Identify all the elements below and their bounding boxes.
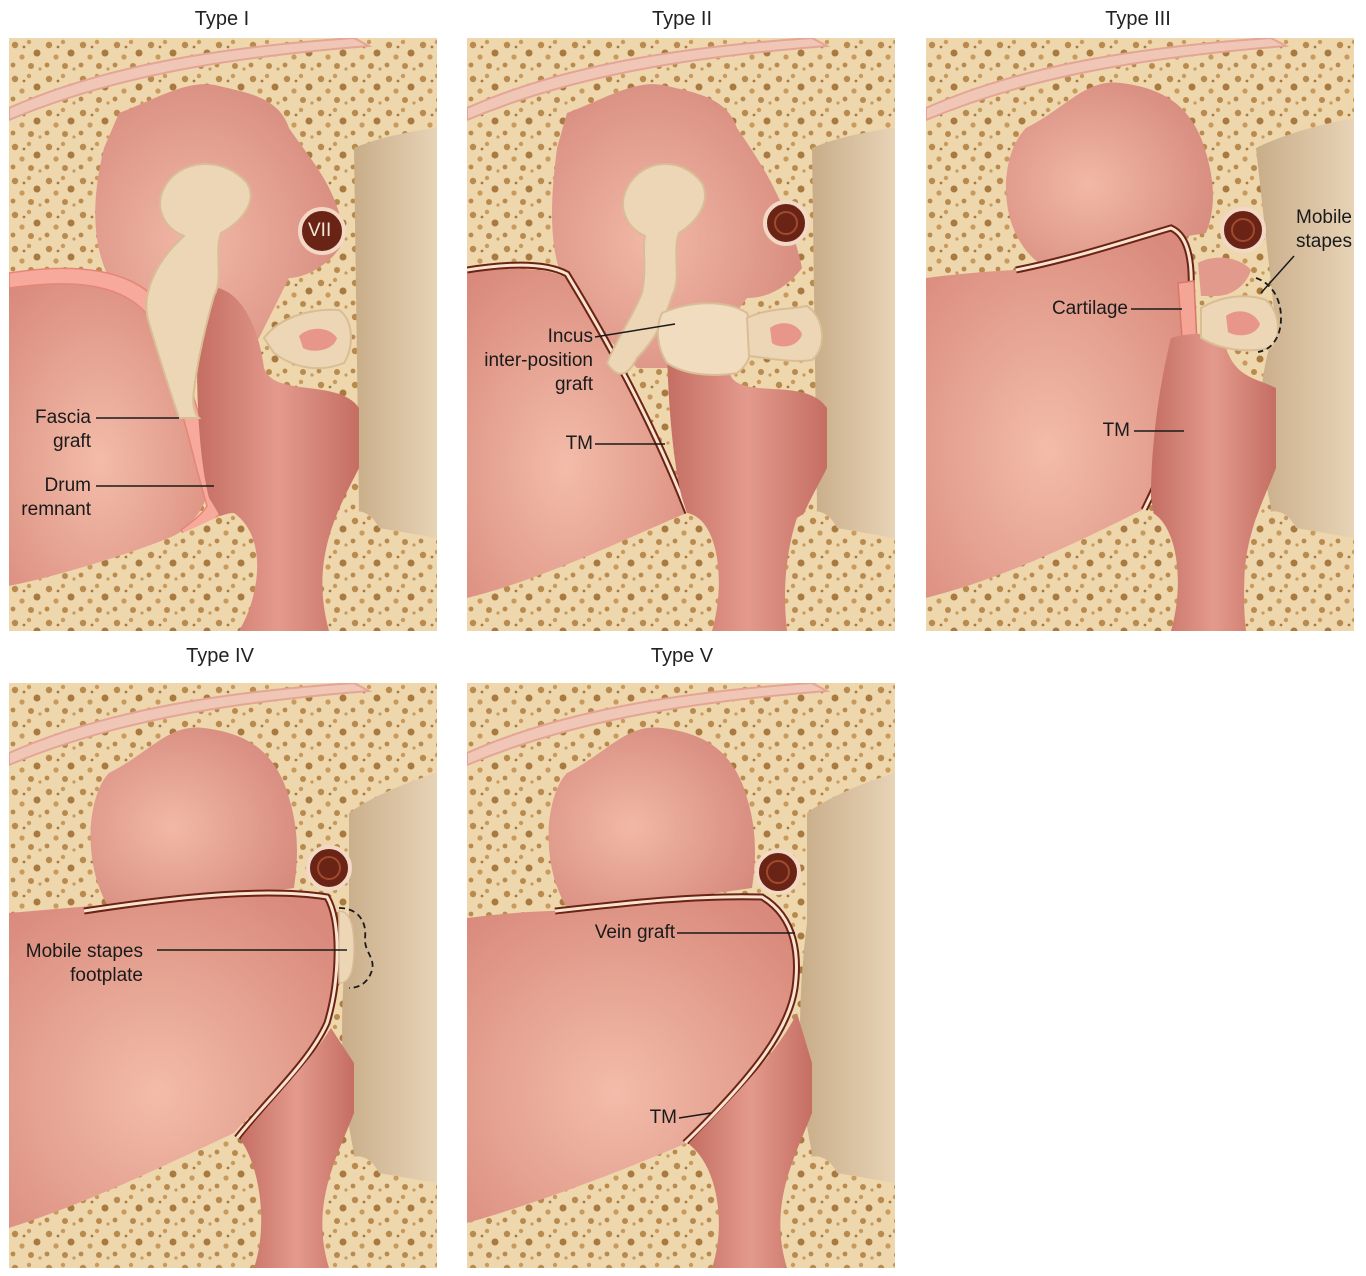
tm-label: TM (1086, 419, 1130, 443)
panel-title-type-3: Type III (988, 8, 1288, 31)
cartilage-label: Cartilage (1026, 297, 1128, 321)
type-5-illustration (467, 683, 895, 1268)
fascia-graft-line-2: graft (25, 430, 91, 454)
facial-nerve (757, 851, 799, 893)
incus-graft-label: Incus inter-position graft (467, 325, 593, 397)
facial-nerve (308, 847, 350, 889)
panel-title-type-4: Type IV (70, 645, 370, 668)
panel-title-type-5: Type V (532, 645, 832, 668)
mobile-stapes-label: Mobile stapes (1276, 206, 1352, 254)
mobile-footplate-line-2: footplate (9, 964, 143, 988)
incus-interposition-graft (658, 303, 752, 375)
tm-label: TM (547, 432, 593, 456)
drum-remnant-line-2: remnant (9, 498, 91, 522)
incus-graft-line-3: graft (467, 373, 593, 397)
panel-type-3: Mobile stapes Cartilage TM (926, 38, 1354, 631)
panel-type-1: VII Fascia graft Drum remnant (9, 38, 437, 631)
drum-remnant-label: Drum remnant (9, 474, 91, 522)
mobile-stapes-line-2: stapes (1276, 230, 1352, 254)
facial-nerve (1222, 209, 1264, 251)
facial-nerve (765, 202, 807, 244)
incus-graft-line-1: Incus (467, 325, 593, 349)
facial-nerve-label: VII (308, 220, 331, 242)
fascia-graft-label: Fascia graft (25, 406, 91, 454)
panel-title-type-2: Type II (532, 8, 832, 31)
panel-type-4: Mobile stapes footplate (9, 683, 437, 1276)
panel-type-5: Vein graft TM (467, 683, 895, 1276)
mobile-footplate-label: Mobile stapes footplate (9, 940, 143, 988)
panel-title-type-1: Type I (72, 8, 372, 31)
drum-remnant-line-1: Drum (9, 474, 91, 498)
incus-graft-line-2: inter-position (467, 349, 593, 373)
type-3-illustration (926, 38, 1354, 631)
fascia-graft-line-1: Fascia (25, 406, 91, 430)
tm-label: TM (633, 1106, 677, 1130)
type-1-illustration (9, 38, 437, 631)
vein-graft-label: Vein graft (567, 921, 675, 945)
panel-type-2: Incus inter-position graft TM (467, 38, 895, 631)
mobile-footplate-line-1: Mobile stapes (9, 940, 143, 964)
mobile-stapes-line-1: Mobile (1276, 206, 1352, 230)
